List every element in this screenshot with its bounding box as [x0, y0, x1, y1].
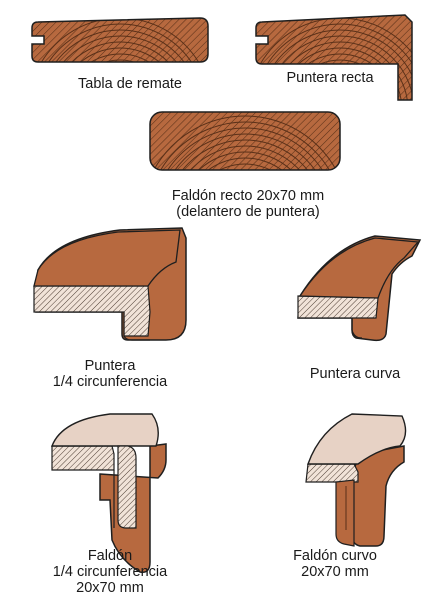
label-puntera-cuarto: Puntera 1/4 circunferencia [52, 358, 168, 390]
label-faldon-curvo: Faldón curvo 20x70 mm [293, 548, 377, 580]
tabla-remate-profile [31, 17, 209, 63]
label-puntera-recta: Puntera recta [286, 70, 374, 86]
faldon-curvo-profile [305, 413, 407, 547]
faldon-recto-profile [149, 111, 341, 171]
label-tabla-remate: Tabla de remate [78, 76, 182, 92]
label-faldon-recto: Faldón recto 20x70 mm (delantero de punt… [171, 188, 325, 220]
faldon-cuarto-profile [50, 413, 167, 574]
puntera-curva-profile [297, 235, 422, 342]
puntera-cuarto-profile [33, 227, 187, 341]
label-puntera-curva: Puntera curva [309, 366, 401, 382]
puntera-recta-profile [255, 14, 413, 101]
label-faldon-cuarto: Faldón 1/4 circunferencia 20x70 mm [52, 548, 168, 596]
